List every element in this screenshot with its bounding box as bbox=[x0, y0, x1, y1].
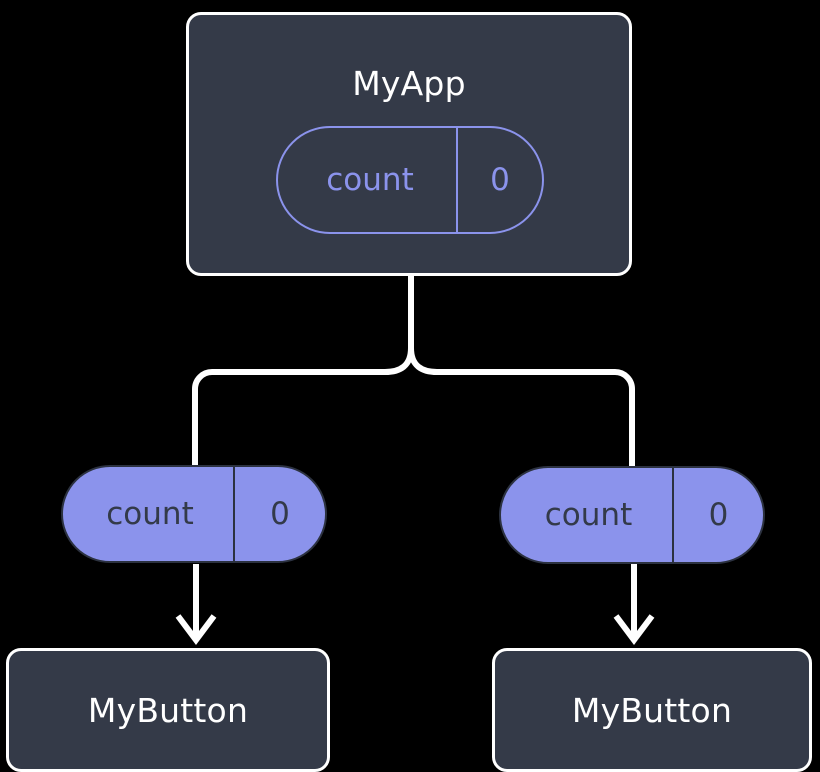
edge-left-arrow-head bbox=[175, 614, 217, 645]
state-pill-right-key: count bbox=[544, 496, 633, 533]
node-mybutton-right-label: MyButton bbox=[571, 690, 733, 730]
state-pill-left[interactable]: count 0 bbox=[61, 465, 327, 563]
state-pill-myapp[interactable]: count 0 bbox=[276, 126, 544, 234]
node-mybutton-left-label: MyButton bbox=[87, 690, 249, 730]
edge-right-arrow-head bbox=[613, 614, 655, 645]
state-pill-right[interactable]: count 0 bbox=[499, 466, 765, 564]
state-pill-myapp-value: 0 bbox=[456, 128, 542, 232]
node-myapp-label: MyApp bbox=[352, 64, 466, 103]
state-pill-right-value: 0 bbox=[672, 468, 763, 562]
edge-split-left bbox=[192, 347, 414, 466]
state-pill-left-value: 0 bbox=[233, 467, 325, 561]
node-mybutton-left[interactable]: MyButton bbox=[6, 648, 330, 772]
state-pill-left-key: count bbox=[106, 495, 194, 532]
node-mybutton-right[interactable]: MyButton bbox=[492, 648, 812, 772]
state-pill-myapp-key: count bbox=[326, 161, 414, 198]
edge-split-right bbox=[408, 347, 635, 466]
